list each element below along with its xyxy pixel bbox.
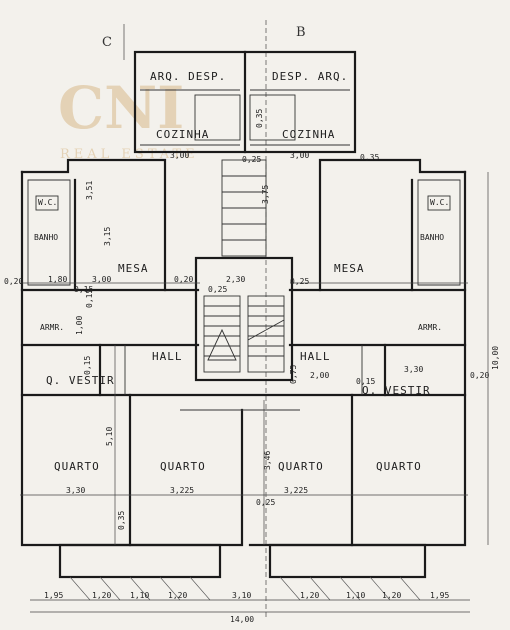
room-label-hall-right: HALL [300, 350, 331, 363]
stair-core [194, 159, 294, 382]
outer-walls [20, 158, 467, 579]
dim-text: 0,15 [83, 356, 92, 375]
room-label-armr-left: ARMR. [40, 323, 64, 332]
axis-label-left: C [102, 35, 112, 50]
room-label-banho-left: BANHO [34, 233, 58, 242]
room-label-wc-left: W.C. [38, 198, 57, 207]
dimension-lines [20, 172, 489, 613]
dim-text: 1,00 [75, 316, 84, 335]
dim-text: 0,25 [290, 277, 309, 286]
room-label-banho-right: BANHO [420, 233, 444, 242]
dim-text: 0,15 [74, 285, 93, 294]
bottom-dimension-chain: 1,95 1,20 1,10 1,20 3,10 1,20 1,10 1,20 … [44, 591, 449, 624]
dim-text: 3,225 [170, 486, 194, 495]
room-label-quarto-3: QUARTO [278, 460, 324, 473]
room-labels: ARQ. DESP. DESP. ARQ. COZINHA COZINHA W.… [34, 70, 449, 473]
dim-text: 0,25 [208, 285, 227, 294]
watermark-logo-text: CNI [58, 74, 184, 142]
dim-text: 3,15 [103, 227, 112, 246]
watermark-subtitle: REAL ESTATE [60, 147, 199, 162]
dim-text: 1,10 [346, 591, 365, 600]
dim-text: 0,35 [117, 511, 126, 530]
dim-text: 1,20 [382, 591, 401, 600]
dim-text: 3,10 [232, 591, 251, 600]
axis-label-right: B [296, 25, 306, 40]
room-label-cozinha-left: COZINHA [156, 128, 209, 141]
top-service-block [133, 50, 357, 154]
dim-text: 0,20 [470, 371, 489, 380]
room-label-quarto-2: QUARTO [160, 460, 206, 473]
dim-text: 1,95 [44, 591, 63, 600]
room-label-quarto-1: QUARTO [54, 460, 100, 473]
dim-text: 0,35 [255, 109, 264, 128]
dim-text: 3,30 [404, 365, 423, 374]
room-label-mesa-right: MESA [334, 262, 365, 275]
dim-text: 1,20 [92, 591, 111, 600]
cni-watermark-logo: CNI REAL ESTATE [58, 74, 199, 162]
dim-text: 3,00 [92, 275, 111, 284]
room-label-cozinha-right: COZINHA [282, 128, 335, 141]
dim-text: 1,95 [430, 591, 449, 600]
dim-text: 1,20 [300, 591, 319, 600]
dim-text: 3,225 [284, 486, 308, 495]
dimension-labels: 3,00 3,00 0,25 0,35 0,35 3,51 3,75 3,15 … [4, 109, 500, 530]
dim-text: 0,20 [4, 277, 23, 286]
dim-text: 0,15 [356, 377, 375, 386]
room-label-vestir-right: Q. VESTIR [362, 384, 431, 397]
room-label-armr-right: ARMR. [418, 323, 442, 332]
room-label-serv-left: ARQ. DESP. [150, 70, 226, 83]
balcony-hatching [69, 576, 421, 601]
dim-text: 5,10 [105, 427, 114, 446]
dim-text: 3,00 [170, 151, 189, 160]
dim-text: 0,25 [256, 498, 275, 507]
dim-text: 10,00 [491, 346, 500, 370]
dim-text: 0,20 [174, 275, 193, 284]
room-label-mesa-left: MESA [118, 262, 149, 275]
dim-text: 0,15 [85, 289, 94, 308]
dim-text: 3,75 [261, 185, 270, 204]
dim-text: 3,00 [290, 151, 309, 160]
room-label-quarto-4: QUARTO [376, 460, 422, 473]
dim-text: 2,00 [310, 371, 329, 380]
dim-text: 3,30 [66, 486, 85, 495]
dim-text: 0,25 [242, 155, 261, 164]
dim-text: 1,20 [168, 591, 187, 600]
dim-text: 1,80 [48, 275, 67, 284]
dim-text-total: 14,00 [230, 615, 254, 624]
room-label-vestir-left: Q. VESTIR [46, 374, 115, 387]
room-label-hall-left: HALL [152, 350, 183, 363]
room-label-serv-right: DESP. ARQ. [272, 70, 348, 83]
dim-text: 0,75 [289, 365, 298, 384]
room-label-wc-right: W.C. [430, 198, 449, 207]
dim-text: 1,10 [130, 591, 149, 600]
dim-text: 3,51 [85, 181, 94, 200]
dim-text: 2,30 [226, 275, 245, 284]
dim-text: 0,35 [360, 153, 379, 162]
dim-text: 3,46 [263, 451, 272, 470]
